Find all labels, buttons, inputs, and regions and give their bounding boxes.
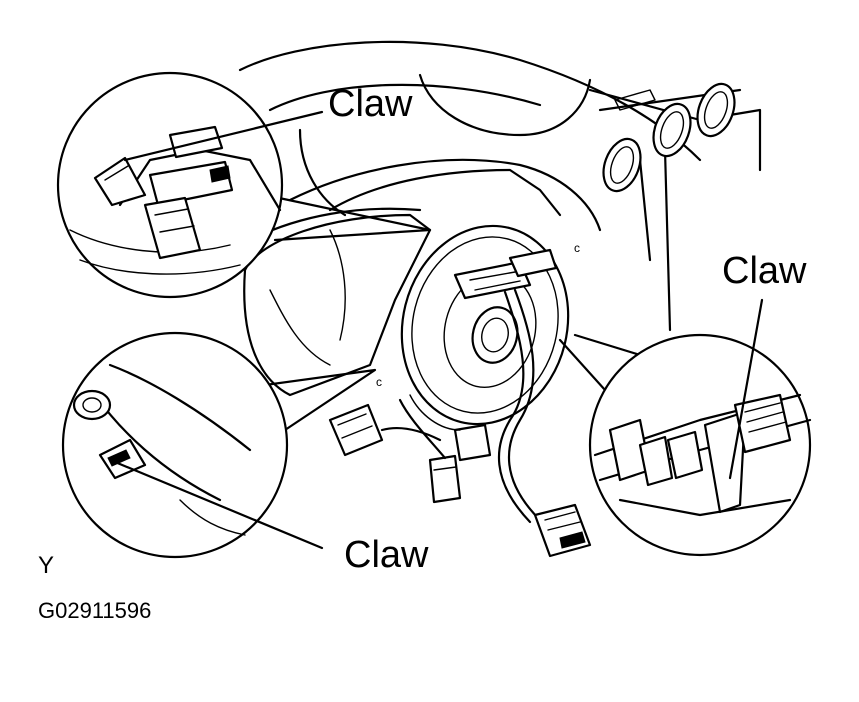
claw-label-bottom: Claw [344, 534, 429, 576]
detail-circle-right [588, 333, 812, 557]
column-cover [243, 168, 562, 397]
clip-marks: c c [376, 241, 580, 389]
callout-pointers [263, 193, 642, 432]
claw-label-right: Claw [722, 250, 807, 292]
figure-id: G02911596 [38, 598, 152, 623]
claw-label-top: Claw [328, 83, 413, 125]
svg-text:c: c [574, 241, 580, 255]
detail-circle-bottom-left [61, 331, 289, 559]
svg-text:c: c [376, 375, 382, 389]
view-letter: Y [38, 552, 55, 579]
detail-circle-top-left [56, 71, 284, 299]
leader-lines [113, 110, 764, 550]
lower-connectors [328, 394, 492, 504]
vent-knobs [602, 82, 736, 193]
